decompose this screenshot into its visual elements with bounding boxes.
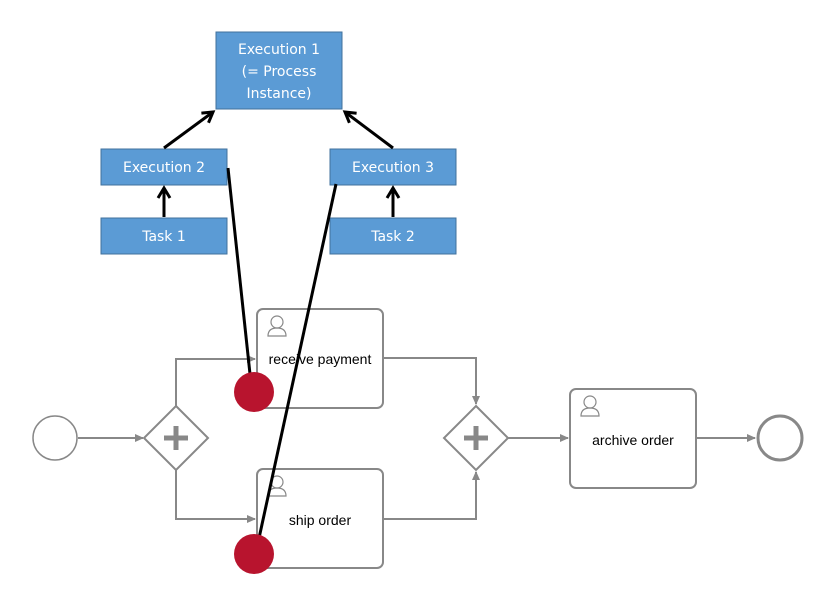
flow-fork-to-ship-order bbox=[175, 470, 256, 523]
flow-fork-to-receive-payment bbox=[175, 355, 256, 406]
execution-1-box: Execution 1 (= Process Instance) bbox=[215, 31, 343, 110]
task-archive-order-label: archive order bbox=[592, 432, 674, 448]
start-event bbox=[32, 415, 78, 461]
task-receive-payment-label: receive payment bbox=[269, 351, 372, 367]
parallel-gateway-fork bbox=[142, 404, 210, 472]
task-1-box: Task 1 bbox=[100, 217, 228, 255]
task-ship-order-label: ship order bbox=[289, 512, 352, 528]
execution-2-label: Execution 2 bbox=[123, 160, 205, 176]
execution-3-label: Execution 3 bbox=[352, 160, 434, 176]
end-event bbox=[756, 414, 804, 462]
flow-receive-payment-to-join bbox=[384, 357, 480, 405]
token-ship-order bbox=[234, 534, 274, 574]
task-archive-order[interactable]: archive order bbox=[569, 388, 697, 489]
task-1-label: Task 1 bbox=[141, 229, 186, 245]
execution-2-box: Execution 2 bbox=[100, 148, 228, 186]
user-icon bbox=[267, 315, 287, 337]
task-ship-order[interactable]: ship order bbox=[256, 468, 384, 569]
task-2-box: Task 2 bbox=[329, 217, 457, 255]
execution-1-label-line-3: Instance) bbox=[246, 86, 311, 102]
line-execution-2-to-token bbox=[226, 167, 252, 375]
token-receive-payment bbox=[234, 372, 274, 412]
arrow-execution-2-to-1 bbox=[163, 110, 216, 150]
line-execution-3-to-token bbox=[254, 183, 338, 553]
user-icon bbox=[580, 395, 600, 417]
task-receive-payment[interactable]: receive payment bbox=[256, 308, 384, 409]
task-2-label: Task 2 bbox=[370, 229, 415, 245]
execution-1-label-line-2: (= Process bbox=[242, 64, 317, 80]
arrow-execution-3-to-1 bbox=[342, 110, 394, 150]
parallel-gateway-join bbox=[442, 404, 510, 472]
execution-1-label-line-1: Execution 1 bbox=[238, 42, 320, 58]
flow-ship-order-to-join bbox=[384, 471, 480, 520]
execution-3-box: Execution 3 bbox=[329, 148, 457, 186]
